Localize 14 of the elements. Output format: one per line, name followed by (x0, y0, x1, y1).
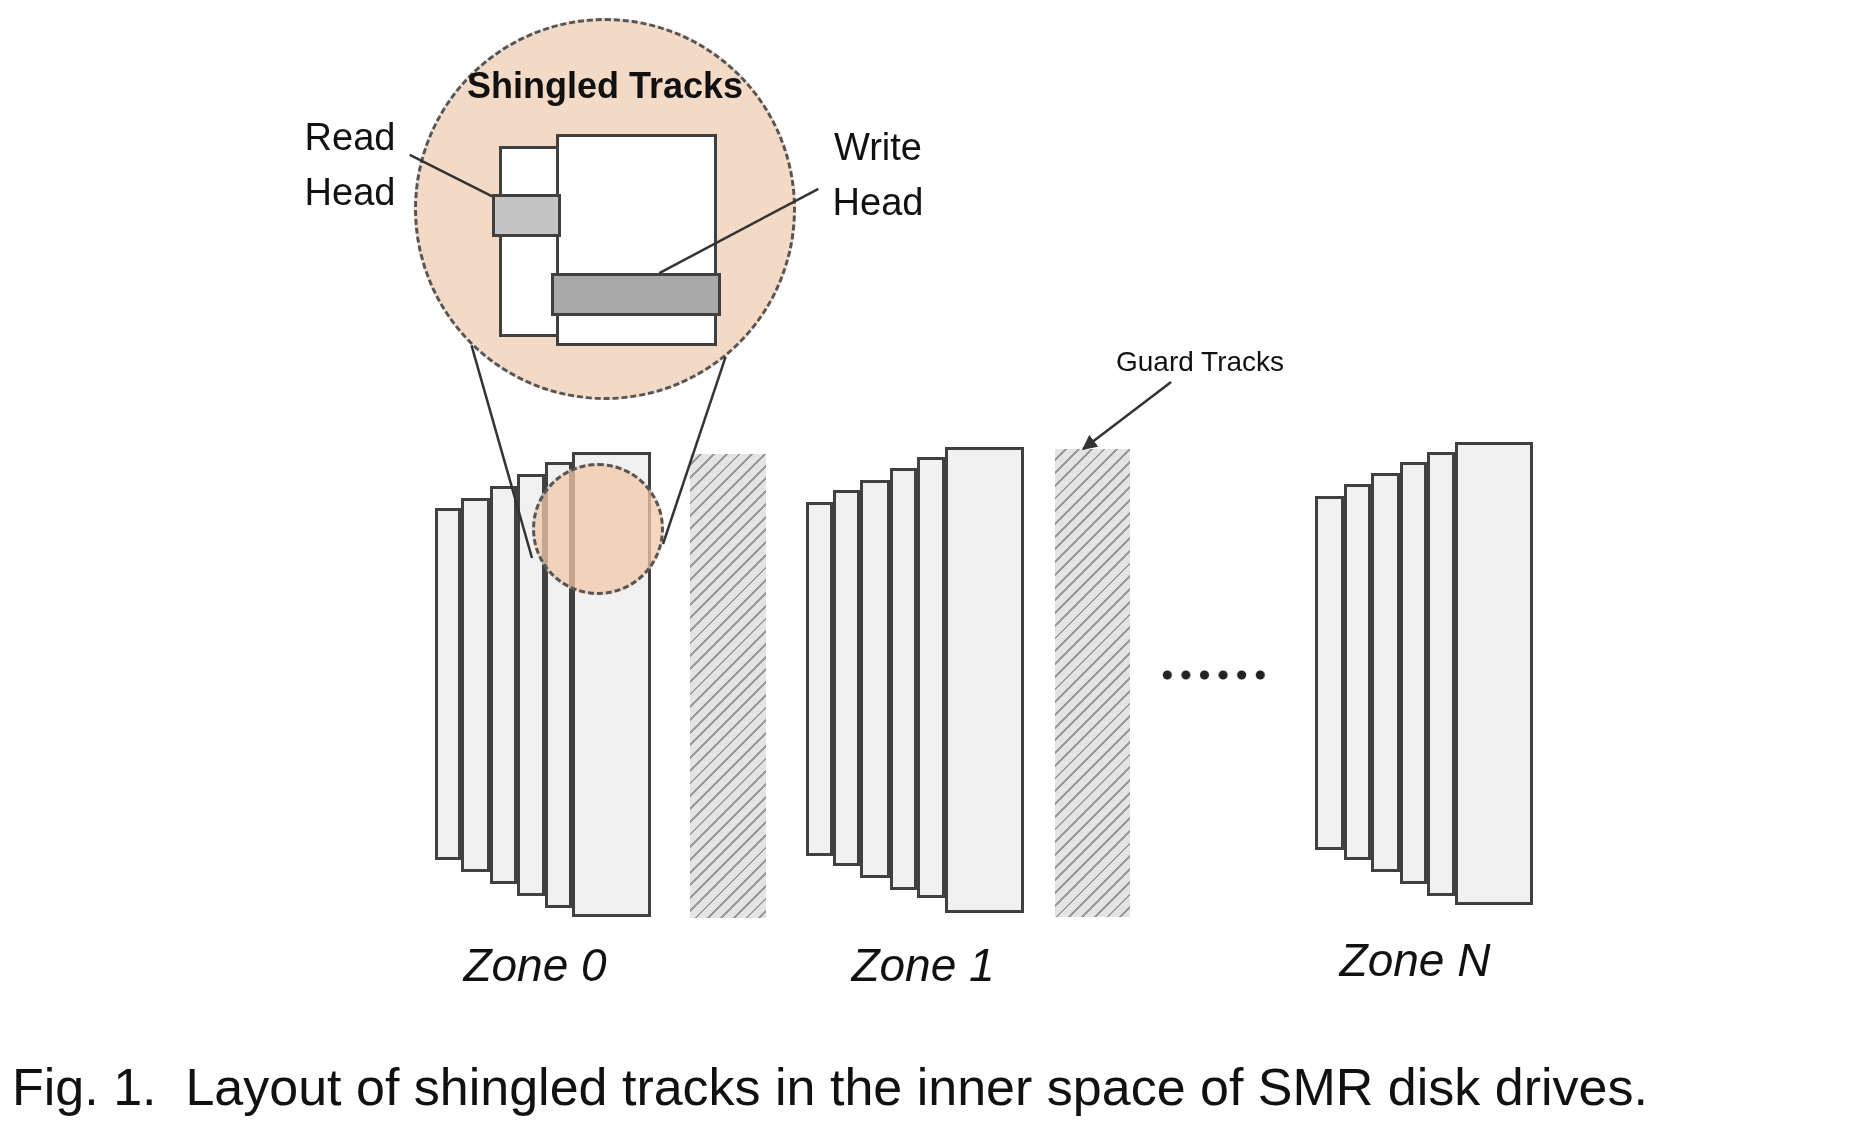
label: Write Head (831, 125, 925, 225)
label: Guard Tracks (1114, 345, 1286, 379)
magnifier-line (470, 345, 534, 559)
arrow (1081, 380, 1172, 450)
write-head-bar (551, 273, 721, 316)
guard-track-band (690, 454, 766, 918)
label: Read Head (303, 115, 397, 215)
heading: Shingled Tracks (465, 65, 745, 107)
figure-caption: Fig. 1. Layout of shingled tracks in the inner space of SMR disk drives. (12, 1057, 1649, 1118)
zone-label: Zone 0 (461, 938, 608, 993)
read-head-bar (492, 194, 561, 237)
zone-label: Zone 1 (849, 938, 996, 993)
guard-track-band (1055, 449, 1130, 917)
zone-label: Zone N (1337, 933, 1492, 988)
